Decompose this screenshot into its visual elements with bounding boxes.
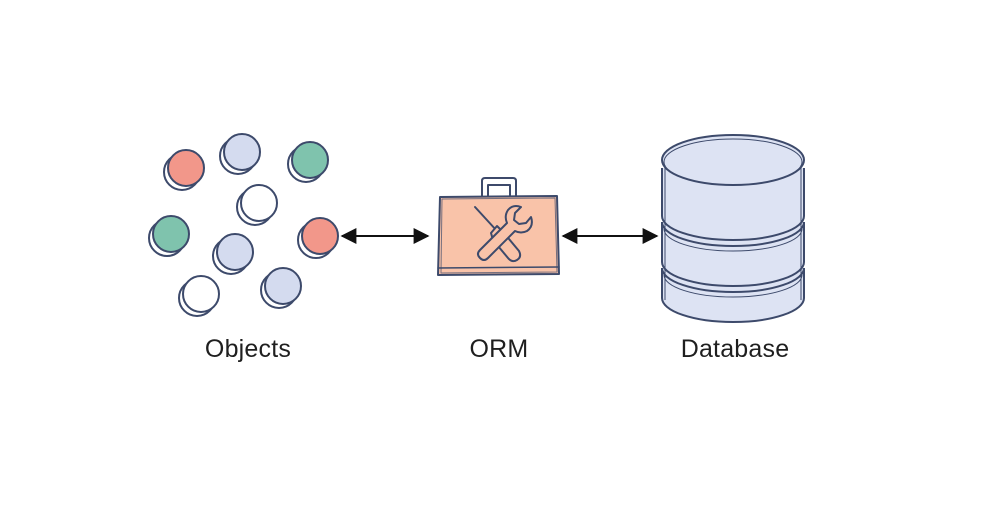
object-coin [219,133,261,175]
objects-label: Objects [204,335,292,363]
object-coin [260,267,302,309]
wrench-icon [477,205,533,261]
object-coin [212,233,254,275]
database-icon [661,134,805,323]
object-coin [163,149,205,191]
objects-cluster [148,133,339,317]
object-coin [236,184,278,226]
object-coin [178,275,220,317]
object-coin [148,215,190,257]
object-coin [287,141,329,183]
orm-label: ORM [469,335,529,363]
database-label: Database [680,335,790,363]
object-coin [297,217,339,259]
